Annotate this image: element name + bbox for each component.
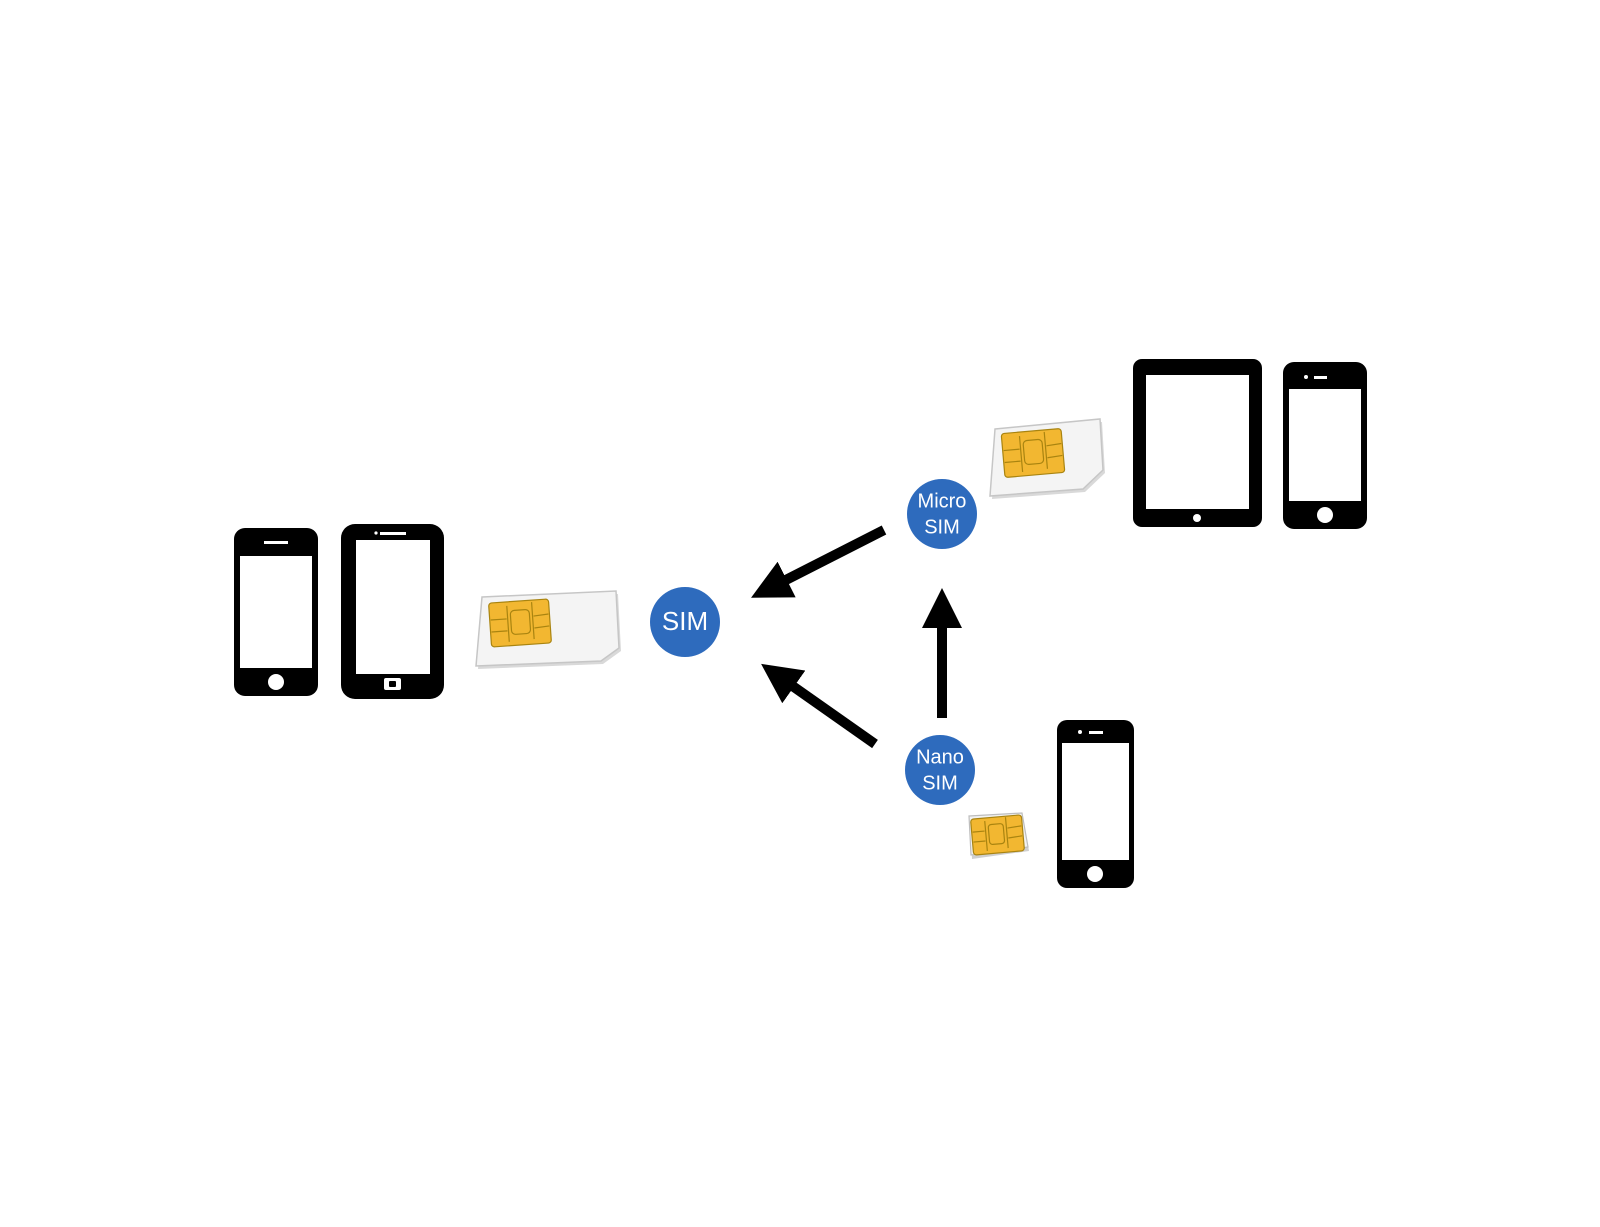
- arrow-nano-to-sim: [761, 663, 878, 749]
- sim-badge-label: SIM: [662, 606, 708, 636]
- nano-sim-group: [968, 720, 1134, 888]
- standard-sim-group: [234, 524, 621, 699]
- micro-sim-card-icon: [989, 418, 1105, 499]
- smartphone-icon: [1283, 362, 1367, 529]
- nano-sim-card-icon: [968, 812, 1029, 859]
- micro-sim-badge: Micro SIM: [907, 479, 977, 549]
- sim-chip-icon: [488, 598, 552, 648]
- micro-badge-line1: Micro: [918, 490, 967, 512]
- tablet-icon: [1133, 359, 1262, 527]
- arrows: [751, 525, 962, 749]
- standard-sim-card-icon: [475, 590, 621, 669]
- nano-badge-line2: SIM: [922, 772, 958, 794]
- micro-badge-line2: SIM: [924, 516, 960, 538]
- sim-chip-icon: [1000, 428, 1066, 478]
- sim-badge: SIM: [650, 587, 720, 657]
- smartphone-icon: [234, 528, 318, 696]
- android-phone-icon: [341, 524, 444, 699]
- nano-badge-line1: Nano: [916, 746, 964, 768]
- micro-sim-group: [989, 359, 1367, 529]
- nano-sim-badge: Nano SIM: [905, 735, 975, 805]
- smartphone-icon: [1057, 720, 1134, 888]
- sim-chip-icon: [970, 814, 1025, 856]
- arrow-micro-to-sim: [751, 525, 887, 598]
